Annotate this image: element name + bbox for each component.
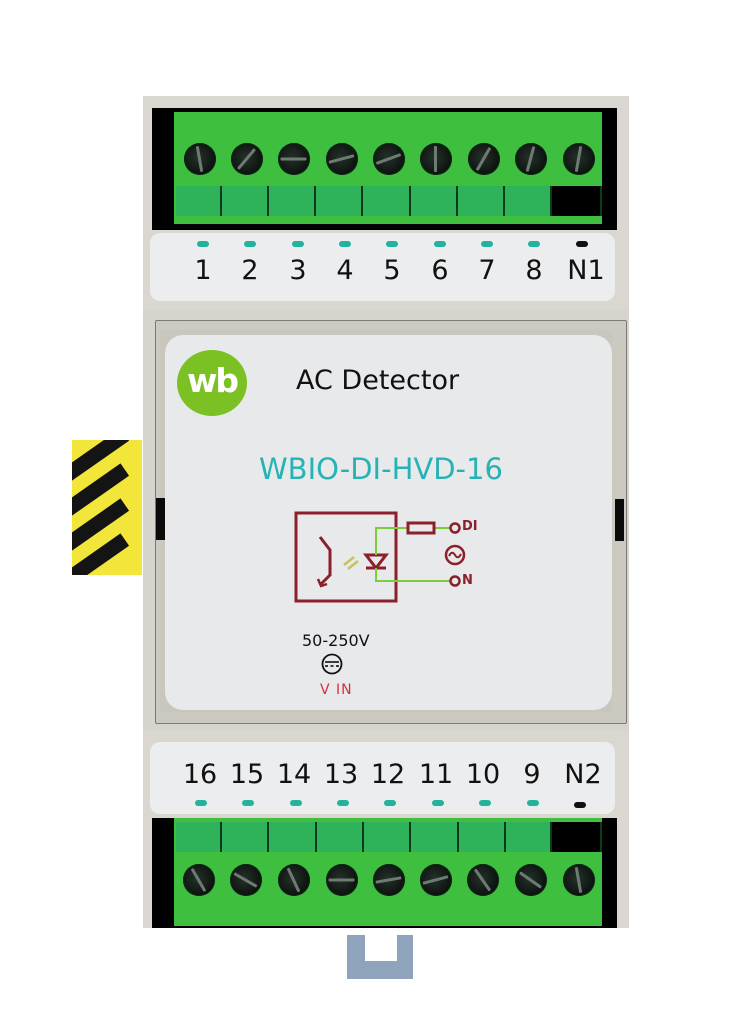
schematic-n-label: N [462, 573, 473, 588]
screw-12[interactable] [373, 864, 405, 896]
terminal-label: 11 [418, 759, 454, 790]
screw-1[interactable] [184, 143, 216, 175]
led-11 [432, 800, 444, 806]
terminal-label: 7 [478, 255, 496, 286]
led-12 [384, 800, 396, 806]
product-title: AC Detector [296, 365, 460, 396]
led-10 [479, 800, 491, 806]
terminal-label: 9 [523, 759, 541, 790]
vin-label: V IN [320, 682, 353, 698]
terminal-label: 8 [525, 255, 543, 286]
led-n2 [574, 802, 586, 808]
wirenboard-logo: wb [177, 350, 247, 416]
bottom-terminal-labels: 16 15 14 13 12 11 10 9 N2 [150, 742, 615, 814]
led-9 [527, 800, 539, 806]
schematic-di-label: DI [462, 519, 478, 534]
screw-n2[interactable] [563, 864, 595, 896]
screw-3[interactable] [278, 143, 310, 175]
warning-tape [72, 440, 142, 575]
led-4 [339, 241, 351, 247]
led-3 [292, 241, 304, 247]
screw-8[interactable] [515, 143, 547, 175]
terminal-label: 3 [289, 255, 307, 286]
terminal-label: 2 [241, 255, 259, 286]
led-16 [195, 800, 207, 806]
right-latch-slot [615, 499, 624, 541]
terminal-label: 16 [182, 759, 218, 790]
led-15 [242, 800, 254, 806]
terminal-label: 6 [431, 255, 449, 286]
screw-9[interactable] [515, 864, 547, 896]
screw-2[interactable] [231, 143, 263, 175]
product-model: WBIO-DI-HVD-16 [259, 452, 503, 486]
led-n1 [576, 241, 588, 247]
screw-15[interactable] [230, 864, 262, 896]
left-latch-slot [156, 498, 165, 540]
terminal-label: 15 [229, 759, 265, 790]
led-2 [244, 241, 256, 247]
screw-16[interactable] [183, 864, 215, 896]
led-14 [290, 800, 302, 806]
screw-n1[interactable] [563, 143, 595, 175]
terminal-label: 14 [276, 759, 312, 790]
led-13 [337, 800, 349, 806]
ac-dc-symbol-icon [321, 653, 343, 675]
screw-10[interactable] [467, 864, 499, 896]
terminal-label: 10 [465, 759, 501, 790]
led-8 [528, 241, 540, 247]
terminal-label: 12 [370, 759, 406, 790]
terminal-label: N1 [567, 255, 605, 286]
screw-11[interactable] [420, 864, 452, 896]
terminal-label: 13 [323, 759, 359, 790]
screw-5[interactable] [373, 143, 405, 175]
terminal-label: 5 [383, 255, 401, 286]
led-5 [386, 241, 398, 247]
screw-7[interactable] [468, 143, 500, 175]
screw-14[interactable] [278, 864, 310, 896]
voltage-range: 50-250V [302, 631, 370, 650]
din-rail-clip-opening [365, 935, 397, 961]
terminal-label: N2 [564, 759, 602, 790]
terminal-label: 4 [336, 255, 354, 286]
screw-13[interactable] [326, 864, 358, 896]
terminal-label: 1 [194, 255, 212, 286]
top-terminal-block [152, 108, 617, 230]
led-1 [197, 241, 209, 247]
led-7 [481, 241, 493, 247]
top-terminal-labels: 1 2 3 4 5 6 7 8 N1 [150, 233, 615, 301]
led-6 [434, 241, 446, 247]
bottom-terminal-block [152, 818, 617, 928]
screw-6[interactable] [420, 143, 452, 175]
optocoupler-schematic-icon [294, 511, 466, 603]
screw-4[interactable] [326, 143, 358, 175]
